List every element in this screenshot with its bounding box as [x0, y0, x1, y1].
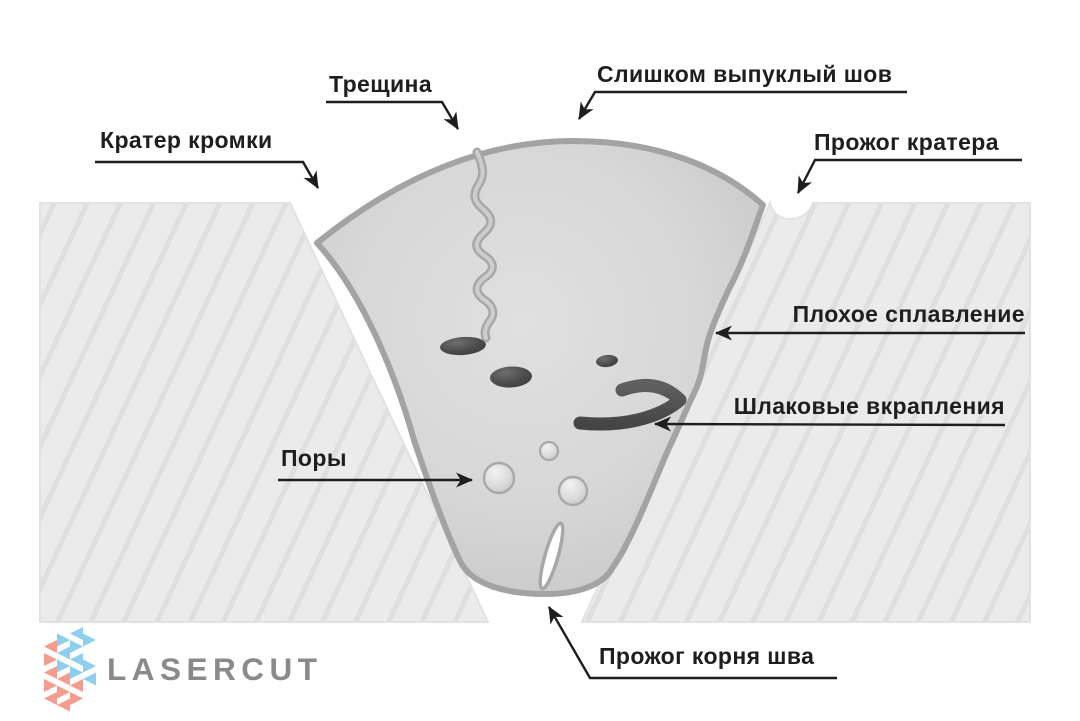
callout-edge-crater-line: [95, 160, 320, 189]
label-root-burn: Прожог корня шва: [599, 643, 814, 669]
logo-triangle-icon: [70, 679, 83, 692]
logo-triangle-icon: [57, 633, 70, 647]
crack-defect: [470, 147, 498, 343]
pore-3: [557, 475, 589, 507]
label-crack: Трещина: [329, 71, 432, 97]
lasercut-logo-mark: [44, 627, 96, 712]
pore-1: [482, 461, 516, 495]
left-plate: [39, 202, 490, 623]
label-convex-seam: Слишком выпуклый шов: [597, 61, 892, 87]
logo-triangle-icon: [44, 653, 57, 666]
slag-inclusion-hook: [573, 378, 687, 431]
slag-blob-1: [440, 336, 486, 356]
logo-triangle-icon: [70, 627, 83, 640]
logo-triangle-icon: [57, 698, 70, 712]
logo-triangle-icon: [44, 640, 57, 653]
logo-triangle-icon: [57, 646, 70, 660]
logo-triangle-icon: [70, 692, 83, 705]
logo-triangle-icon: [83, 672, 96, 686]
root-slit: [538, 521, 565, 591]
logo-triangle-icon: [44, 692, 57, 705]
label-crater-burn: Прожог кратера: [814, 129, 999, 155]
lasercut-logo-text: LASERCUT: [107, 651, 323, 687]
callout-convex-seam-line: [577, 90, 907, 120]
lasercut-logo: LASERCUT: [44, 627, 323, 712]
slag-blob-3: [596, 354, 618, 368]
slag-blob-2: [490, 366, 532, 388]
logo-triangle-icon: [57, 659, 70, 673]
right-plate: [580, 199, 1031, 623]
logo-triangle-icon: [57, 672, 70, 686]
callout-crater-burn-line: [796, 158, 1022, 194]
logo-triangle-icon: [70, 640, 83, 653]
callout-slag-line: [654, 416, 1006, 432]
label-slag-inclusions: Шлаковые вкрапления: [734, 393, 1005, 419]
callout-root-burn-line: [547, 606, 837, 680]
logo-triangle-icon: [44, 679, 57, 692]
label-poor-fusion: Плохое сплавление: [793, 301, 1025, 327]
logo-triangle-icon: [70, 666, 83, 679]
logo-triangle-icon: [83, 659, 96, 673]
logo-triangle-icon: [70, 653, 83, 666]
label-edge-crater: Кратер кромки: [100, 127, 273, 153]
logo-triangle-icon: [83, 633, 96, 647]
pore-2: [538, 440, 560, 462]
callout-crack-line: [326, 100, 460, 130]
logo-triangle-icon: [44, 666, 57, 679]
logo-triangle-icon: [57, 685, 70, 699]
label-pores: Поры: [281, 445, 347, 471]
